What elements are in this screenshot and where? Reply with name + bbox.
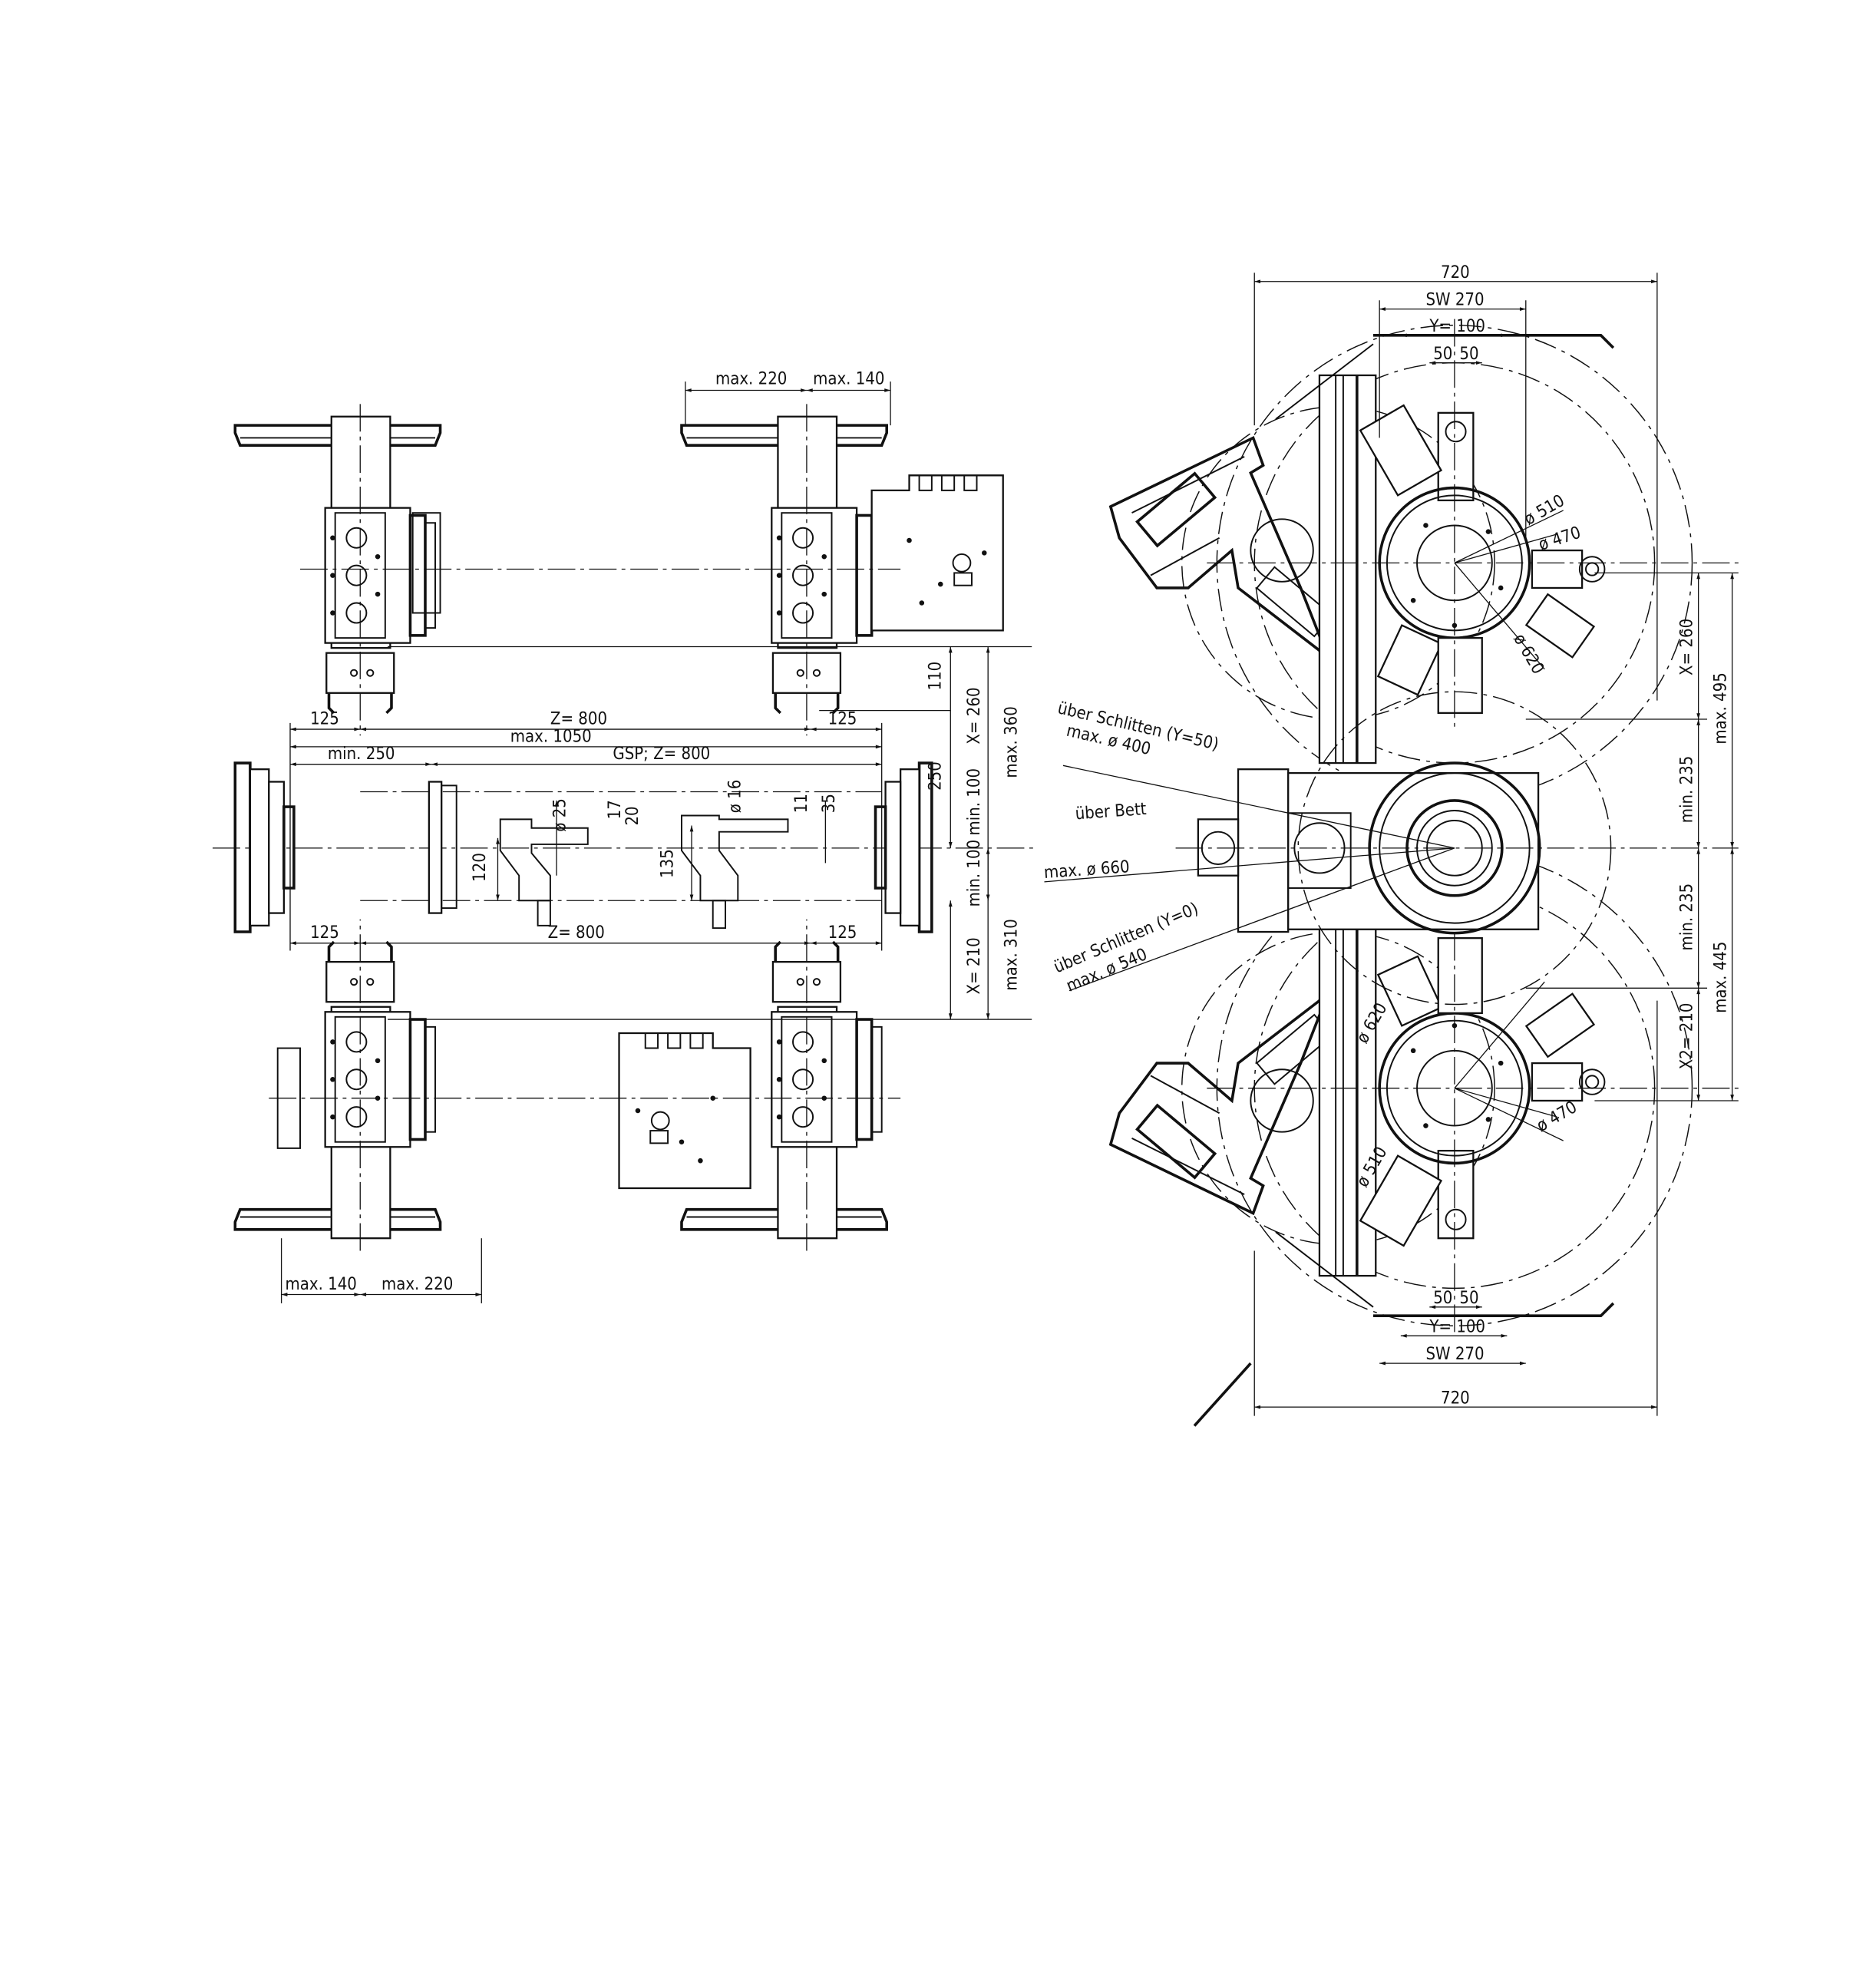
dim-50-bottom-right: 50 <box>1459 1289 1478 1308</box>
dim-120: 120 <box>471 853 490 882</box>
upper-turret-front <box>1109 317 1740 802</box>
dim-20: 20 <box>623 806 642 825</box>
dim-max-140-bottom: max. 140 <box>285 1275 356 1294</box>
spindle-front <box>1044 691 1739 1006</box>
turret-holder-bottom-left <box>233 917 442 1253</box>
axial-dimensions: 125 Z= 800 125 max. 1050 min. 250 GSP; Z… <box>289 710 883 951</box>
dim-35: 35 <box>820 794 839 813</box>
dim-x-260-right: X= 260 <box>1677 619 1696 675</box>
dim-y100-top: Y= 100 <box>1428 317 1485 336</box>
sub-spindle <box>874 761 933 933</box>
dim-x2-210: X2= 210 <box>1677 1003 1696 1070</box>
dim-max-495: max. 495 <box>1711 672 1730 744</box>
workpiece-stub <box>411 512 441 614</box>
swing-labels: über Schlitten (Y=50) max. ø 400 über Be… <box>1043 698 1220 996</box>
dim-17: 17 <box>606 800 625 819</box>
bottom-width-dimensions: 50 50 Y= 100 SW 270 720 <box>1253 1000 1658 1416</box>
right-view: über Schlitten (Y=50) max. ø 400 über Be… <box>1043 263 1740 1427</box>
main-spindle <box>233 761 296 933</box>
dim-135: 135 <box>659 849 678 878</box>
dim-110: 110 <box>926 662 945 691</box>
holder-width-dimensions: max. 220 max. 140 max. 140 max. 220 <box>280 369 891 1303</box>
dim-min-235-lower: min. 235 <box>1677 883 1696 951</box>
dim-dia-25: ø 25 <box>550 798 570 832</box>
dim-min-100-lower: min. 100 <box>965 840 984 907</box>
dim-50-top-right: 50 <box>1459 345 1478 364</box>
dim-max-445: max. 445 <box>1711 942 1730 1013</box>
dim-min-100-upper: min. 100 <box>965 768 984 836</box>
left-view: 125 Z= 800 125 max. 1050 min. 250 GSP; Z… <box>212 369 1039 1303</box>
dim-50-bottom-left: 50 <box>1433 1289 1452 1308</box>
dim-dia-16: ø 16 <box>726 780 745 814</box>
dim-50-top-left: 50 <box>1433 345 1452 364</box>
dim-dia-510-top: ø 510 <box>1521 491 1568 530</box>
dim-min-235-upper: min. 235 <box>1677 756 1696 824</box>
dim-x-210: X= 210 <box>965 937 984 994</box>
turret-holder-top-left <box>233 402 442 737</box>
vertical-dimensions-right: X= 260 max. 495 min. 235 min. 235 X2= 21… <box>1525 572 1739 1101</box>
tool-holder-1 <box>499 818 589 902</box>
turret-holder-top-right <box>680 402 888 737</box>
dim-250: 250 <box>926 761 945 791</box>
dim-min-250: min. 250 <box>328 745 395 764</box>
dim-125-bottom-right: 125 <box>828 923 857 943</box>
dim-125-bottom-left: 125 <box>310 923 339 943</box>
dim-720-bottom: 720 <box>1441 1389 1470 1408</box>
dim-dia-620-top: ø 620 <box>1509 631 1547 678</box>
dim-max-220-top: max. 220 <box>715 369 787 388</box>
dim-z800-bottom: Z= 800 <box>548 923 605 943</box>
dim-max-220-bottom: max. 220 <box>381 1275 453 1294</box>
dim-dia-470-bottom: ø 470 <box>1534 1098 1580 1136</box>
dim-y100-bottom: Y= 100 <box>1428 1317 1485 1336</box>
dim-125-top-left: 125 <box>310 710 339 729</box>
dim-sw270-bottom: SW 270 <box>1425 1345 1484 1364</box>
label-over-bed-max: max. ø 660 <box>1043 857 1130 883</box>
tool-holder-2 <box>681 814 789 902</box>
driven-tool-box-top <box>870 474 1004 632</box>
driven-tool-box-bottom <box>618 1032 751 1190</box>
tailstock-flange <box>428 781 457 914</box>
vertical-dimensions-left: 110 X= 260 max. 360 250 min. 100 min. 10… <box>819 646 1022 1020</box>
dim-x-260: X= 260 <box>965 687 984 744</box>
dim-max-140-top: max. 140 <box>813 369 884 388</box>
dim-sw270-top: SW 270 <box>1425 291 1484 310</box>
dim-max-310: max. 310 <box>1002 919 1022 990</box>
label-over-bed: über Bett <box>1075 800 1148 824</box>
dim-max-1050: max. 1050 <box>510 727 592 746</box>
dim-720-top: 720 <box>1441 263 1470 282</box>
dim-125-top-right: 125 <box>828 710 857 729</box>
dim-gsp-z800: GSP; Z= 800 <box>613 745 710 764</box>
dim-max-360: max. 360 <box>1002 706 1022 778</box>
tool-dimensions: ø 25 17 20 ø 16 11 35 120 135 <box>471 780 839 901</box>
dim-z800-top: Z= 800 <box>550 710 607 729</box>
dim-11: 11 <box>792 794 811 813</box>
top-width-dimensions: 720 SW 270 Y= 100 50 50 <box>1253 263 1658 701</box>
